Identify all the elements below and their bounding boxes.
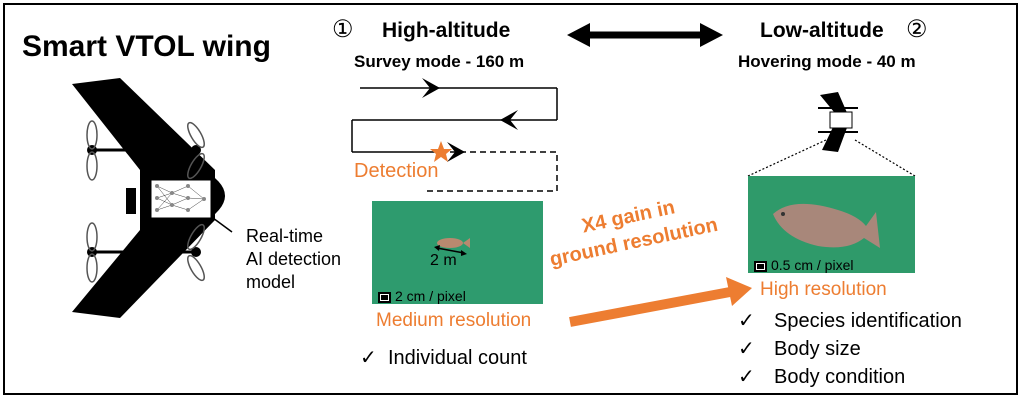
- scale-bar-icon: [754, 260, 767, 272]
- check-item: ✓ Species identification: [738, 308, 962, 333]
- low-altitude-title: Low-altitude: [760, 19, 884, 42]
- ai-label-line-1: Real-time: [246, 226, 324, 246]
- high-scale-label: 0.5 cm / pixel: [754, 257, 853, 273]
- gain-arrow-icon: [569, 277, 752, 327]
- medium-resolution-photo: 2 m 2 cm / pixel: [372, 201, 543, 304]
- hover-drone-icon: [818, 92, 858, 152]
- neural-network-icon: [150, 179, 212, 219]
- survey-flight-path: [351, 87, 558, 192]
- check-icon: ✓: [738, 310, 755, 332]
- low-altitude-number: ②: [906, 16, 928, 43]
- ai-detection-label: Real-time AI detection model: [246, 225, 341, 294]
- medium-resolution-label: Medium resolution: [376, 310, 532, 331]
- high-altitude-number: ①: [332, 16, 354, 43]
- check-icon: ✓: [738, 338, 755, 360]
- small-fish-icon: [434, 238, 470, 256]
- large-fish-icon: [773, 203, 880, 248]
- high-scale-text: 0.5 cm / pixel: [771, 257, 854, 273]
- check-label: Species identification: [774, 310, 962, 332]
- drone-heading-icon: [422, 78, 518, 162]
- survey-mode-label: Survey mode - 160 m: [354, 52, 525, 71]
- ai-label-line-3: model: [246, 272, 296, 292]
- ai-label-line-2: AI detection: [246, 249, 342, 269]
- high-altitude-title: High-altitude: [382, 19, 511, 42]
- high-resolution-label: High resolution: [760, 279, 887, 300]
- check-label: Body size: [774, 338, 861, 360]
- detection-label: Detection: [354, 160, 439, 182]
- high-resolution-photo: 0.5 cm / pixel: [748, 176, 915, 273]
- check-label: Individual count: [388, 347, 527, 369]
- scale-bar-icon: [378, 291, 391, 303]
- medium-scale-label: 2 cm / pixel: [378, 288, 466, 304]
- check-icon: ✓: [360, 347, 377, 369]
- check-item: ✓ Body size: [738, 336, 861, 361]
- check-item: ✓ Body condition: [738, 364, 905, 389]
- medium-scale-text: 2 cm / pixel: [395, 288, 466, 304]
- hovering-mode-label: Hovering mode - 40 m: [738, 52, 916, 71]
- check-icon: ✓: [738, 366, 755, 388]
- check-label: Body condition: [774, 366, 906, 388]
- check-item: ✓ Individual count: [360, 345, 527, 370]
- detection-star-icon: [430, 141, 452, 162]
- double-arrow-icon: [567, 23, 723, 47]
- figure-title: Smart VTOL wing: [22, 30, 271, 63]
- ai-pointer-line: [212, 217, 233, 233]
- figure-frame: [3, 3, 1018, 395]
- distance-label: 2 m: [430, 252, 457, 269]
